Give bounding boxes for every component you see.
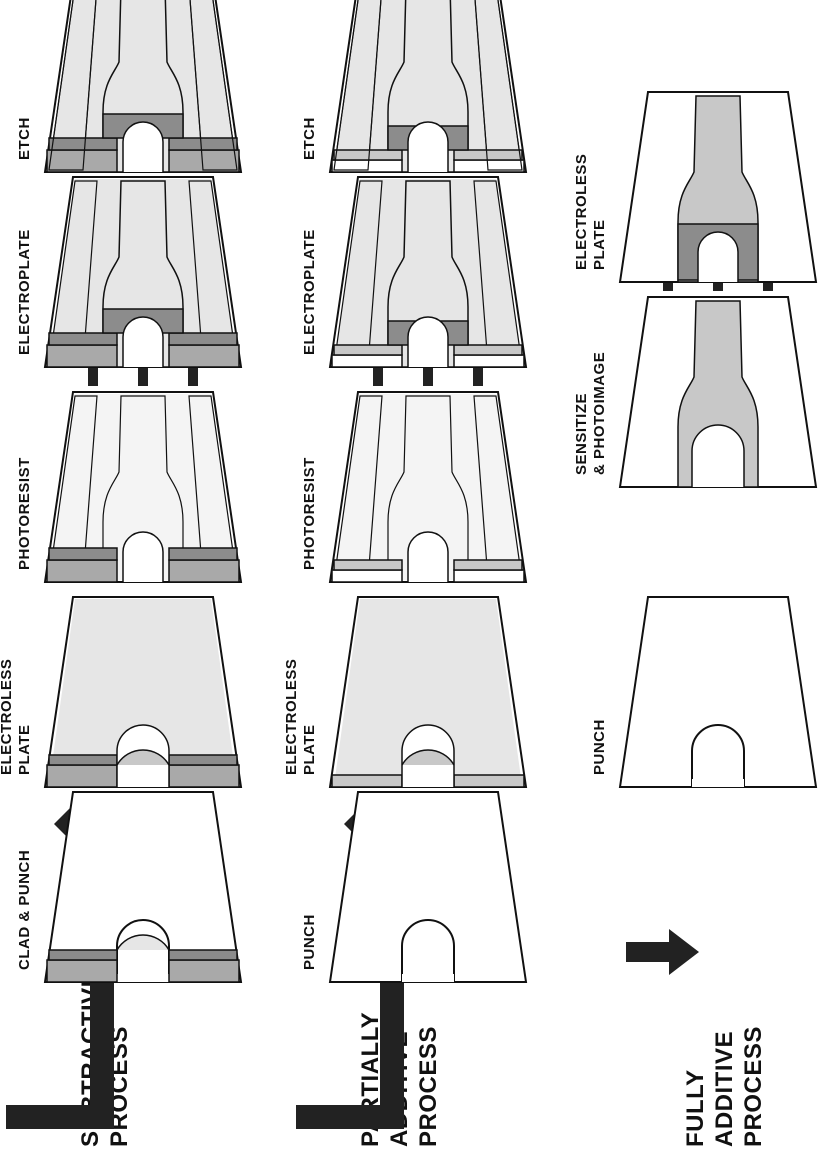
step-cell-row1-2: SENSITIZE& PHOTOIMAGE xyxy=(573,259,816,487)
step-label: PUNCH xyxy=(591,719,608,775)
step-cell-row1-1: PUNCH xyxy=(591,597,816,787)
step-label: ELECTROLESS xyxy=(283,659,300,775)
step-label: PUNCH xyxy=(301,914,318,970)
step-cell-row3-5: ETCH xyxy=(16,0,241,172)
step-cell-row2-4: ELECTROPLATE xyxy=(301,177,526,367)
step-label: ELECTROPLATE xyxy=(301,229,318,355)
process-label-fully-additive: FULLY ADDITIVE PROCESS xyxy=(682,1026,767,1147)
process-label-line: PROCESS xyxy=(740,1026,767,1147)
process-label-line: FULLY xyxy=(682,1069,709,1147)
step-cell-row2-3: PHOTORESIST xyxy=(301,354,526,582)
step-label: PHOTORESIST xyxy=(301,457,318,570)
step-label: SENSITIZE xyxy=(573,393,590,475)
step-label: ELECTROLESS xyxy=(0,659,15,775)
step-cell-row2-1: PUNCH xyxy=(301,792,526,982)
step-label: & PHOTOIMAGE xyxy=(591,352,608,475)
step-label: PHOTORESIST xyxy=(16,457,33,570)
step-label: ETCH xyxy=(301,117,318,160)
step-label: PLATE xyxy=(301,724,318,775)
process-label-line: ADDITIVE xyxy=(711,1031,738,1147)
step-label: PLATE xyxy=(591,219,608,270)
step-cell-row3-4: ELECTROPLATE xyxy=(16,177,241,367)
step-cell-row3-1: CLAD & PUNCH xyxy=(16,792,241,982)
step-label: CLAD & PUNCH xyxy=(16,850,33,970)
step-label: PLATE xyxy=(16,724,33,775)
step-cell-row2-5: ETCH xyxy=(301,0,526,172)
step-cell-row3-3: PHOTORESIST xyxy=(16,354,241,582)
process-label-line: PROCESS xyxy=(415,1026,442,1147)
step-label: ELECTROPLATE xyxy=(16,229,33,355)
process-arrow-fully-additive xyxy=(626,929,699,975)
step-label: ELECTROLESS xyxy=(573,154,590,270)
step-label: ETCH xyxy=(16,117,33,160)
